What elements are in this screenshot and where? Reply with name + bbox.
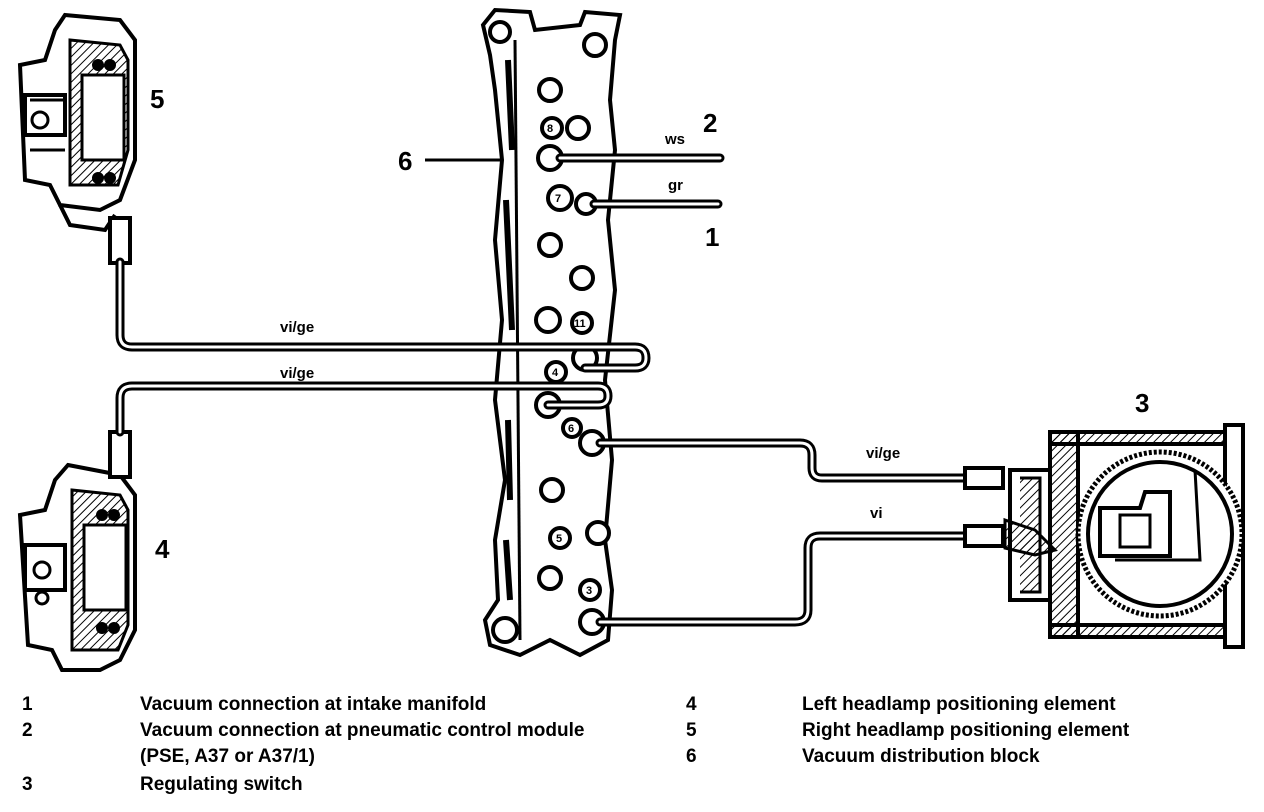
callout-1: 1 — [705, 222, 719, 252]
port-5 — [548, 526, 572, 550]
wire-label-gr: gr — [668, 177, 683, 194]
legend-text: Left headlamp positioning element — [802, 694, 1116, 715]
hose-vi-to-switch — [595, 531, 970, 627]
legend-number: 5 — [686, 720, 697, 741]
legend-text: Vacuum connection at pneumatic control m… — [140, 720, 585, 741]
legend-text: Vacuum distribution block — [802, 746, 1040, 767]
callout-4: 4 — [155, 534, 170, 564]
hose-lower-vige-left-lamp — [115, 381, 613, 437]
port-6 — [561, 417, 583, 439]
port-7 — [546, 184, 574, 212]
port-number-5: 5 — [556, 533, 562, 545]
legend-number: 1 — [22, 694, 33, 715]
port-11 — [570, 311, 594, 335]
port-3 — [578, 578, 602, 602]
callout-3: 3 — [1135, 388, 1149, 418]
right-headlamp-positioning-element — [17, 12, 137, 265]
port-8 — [540, 116, 564, 140]
hose-vige-to-switch — [595, 438, 970, 483]
legend-number: 4 — [686, 694, 697, 715]
callout-5: 5 — [150, 84, 164, 114]
port-number-6: 6 — [568, 423, 574, 435]
port-number-8: 8 — [547, 123, 553, 135]
legend-number: 6 — [686, 746, 697, 767]
callout-2: 2 — [703, 108, 717, 138]
wire-label-switch-vige: vi/ge — [866, 445, 900, 462]
port-number-3: 3 — [586, 585, 592, 597]
legend-text: Right headlamp positioning element — [802, 720, 1130, 741]
port-number-7: 7 — [555, 193, 561, 205]
legend: 1 Vacuum connection at intake manifold 2… — [0, 688, 1264, 812]
legend-number: 3 — [22, 774, 33, 795]
port-number-labels: 8 7 11 4 6 5 3 — [547, 123, 592, 597]
wire-label-vi: vi — [870, 505, 883, 522]
regulating-switch — [963, 423, 1245, 649]
callout-6: 6 — [398, 146, 412, 176]
legend-number: 2 — [22, 720, 33, 741]
wire-label-ws: ws — [664, 131, 685, 148]
port-number-4: 4 — [552, 367, 559, 379]
port-upper-vige — [534, 306, 562, 334]
legend-text: Vacuum connection at intake manifold — [140, 694, 487, 715]
legend-text: (PSE, A37 or A37/1) — [140, 746, 315, 767]
wire-label-upper-vige: vi/ge — [280, 319, 314, 336]
vacuum-lines — [115, 153, 970, 627]
wire-label-lower-vige: vi/ge — [280, 365, 314, 382]
legend-text: Regulating switch — [140, 774, 303, 795]
hose-upper-vige-right-lamp — [115, 257, 651, 373]
port-number-11: 11 — [574, 318, 586, 330]
left-headlamp-positioning-element — [17, 430, 137, 672]
block-ports — [534, 116, 606, 636]
